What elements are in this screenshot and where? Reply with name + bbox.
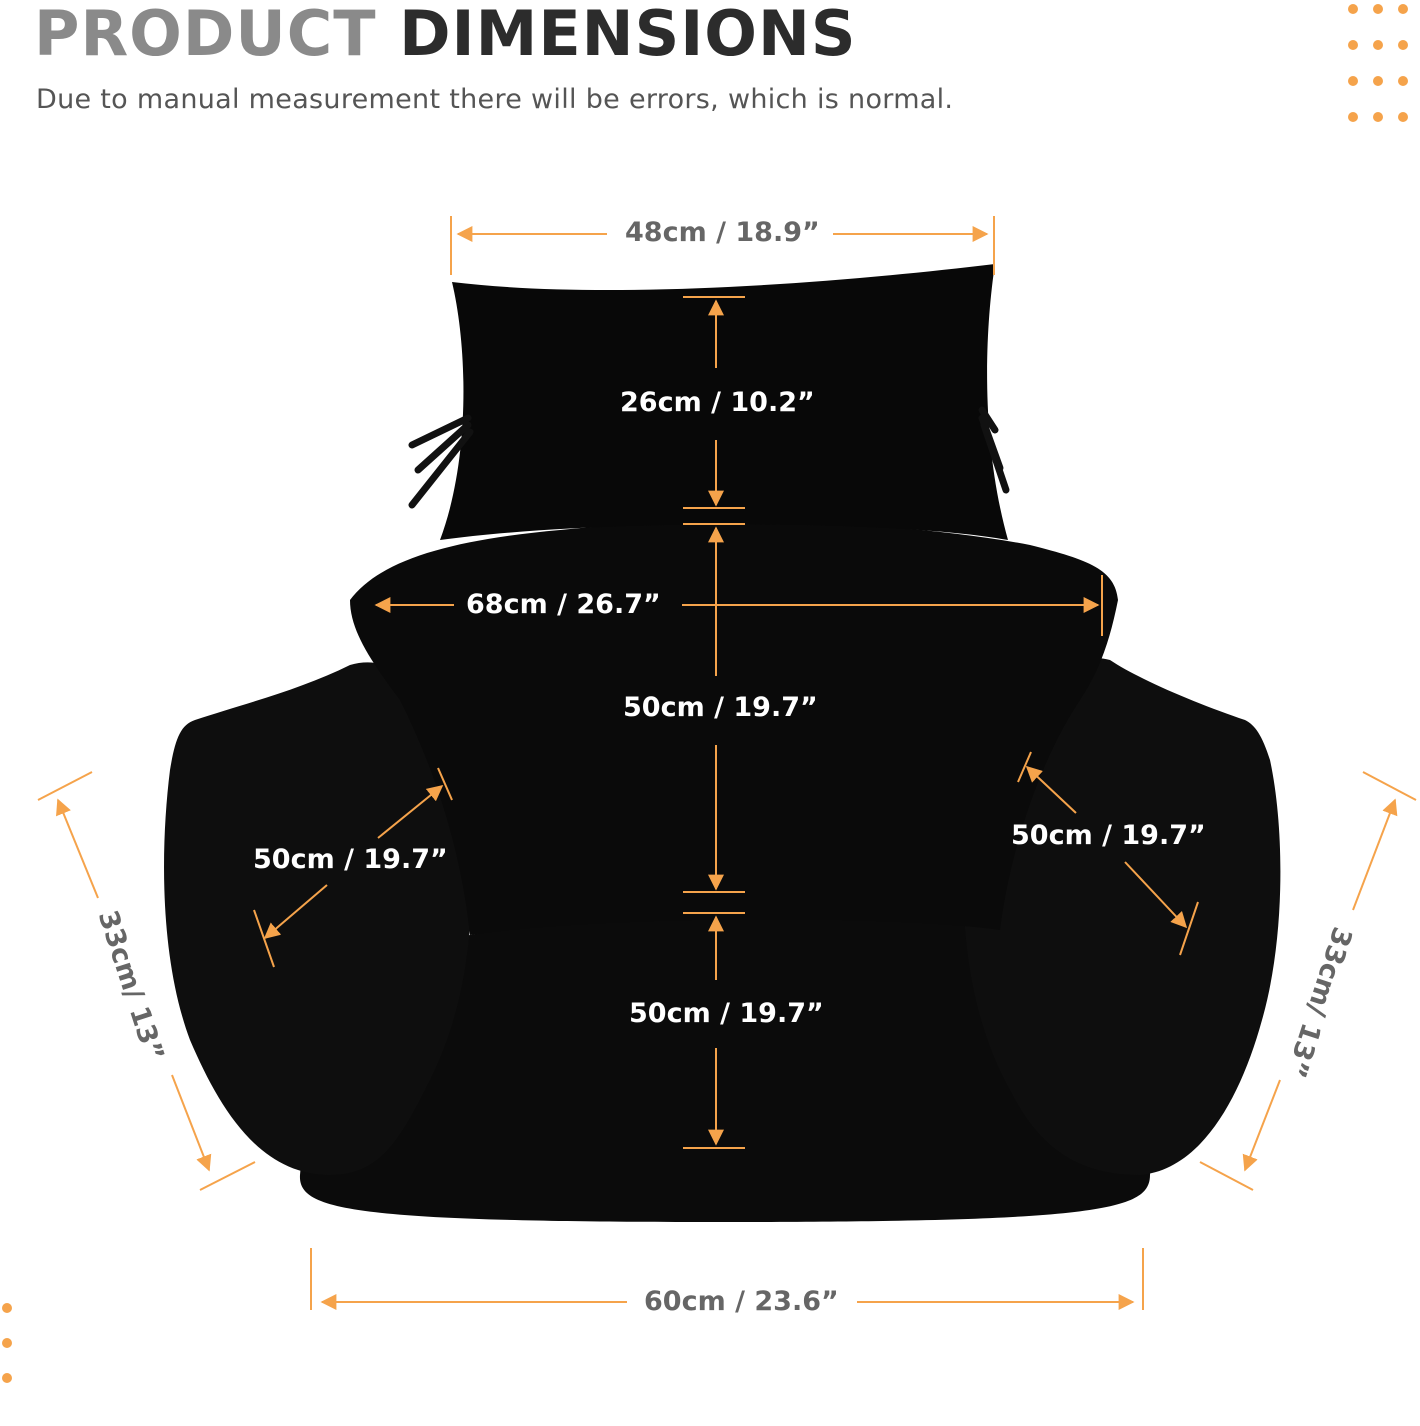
left-arm-tick-top: [437, 767, 453, 801]
measurement-note: Due to manual measurement there will be …: [36, 84, 954, 115]
title-dimensions: DIMENSIONS: [399, 0, 857, 70]
left-side-arrow-down: [171, 1074, 212, 1172]
right-arm-label: 50cm / 19.7”: [1011, 820, 1206, 851]
right-side-tick-bottom: [1199, 1161, 1254, 1191]
left-tie: [408, 414, 474, 509]
right-arm-arrow-down: [1124, 861, 1188, 929]
pillow-width-label: 48cm / 18.9”: [625, 217, 820, 248]
seat-cushion: [299, 913, 1154, 1222]
right-arm-tick-bottom: [1179, 901, 1199, 956]
left-side-arrow-up: [56, 798, 99, 899]
left-side-tick-bottom: [199, 1161, 256, 1191]
right-side-tick-top: [1362, 771, 1417, 801]
left-side-tick-top: [37, 771, 93, 801]
cushion-shapes: [164, 264, 1281, 1222]
right-arm-arrow-up: [1025, 765, 1077, 814]
decorative-dots-bottom-left: [2, 1300, 16, 1400]
right-tie: [978, 406, 1010, 494]
dimension-lines: [37, 216, 1417, 1310]
page-title: PRODUCT DIMENSIONS: [34, 0, 857, 72]
backrest-cushion: [350, 521, 1118, 935]
right-arm-cushion: [963, 658, 1281, 1175]
headrest-pillow: [440, 264, 1008, 540]
left-arm-arrow-down: [263, 884, 328, 940]
title-product: PRODUCT: [34, 0, 377, 70]
left-arm-label: 50cm / 19.7”: [253, 844, 448, 875]
seat-depth-label: 50cm / 19.7”: [629, 998, 824, 1029]
left-arm-cushion: [164, 662, 472, 1175]
left-arm-arrow-up: [377, 784, 444, 839]
right-side-arrow-up: [1352, 798, 1398, 911]
back-height-label: 50cm / 19.7”: [623, 692, 818, 723]
back-width-label: 68cm / 26.7”: [466, 589, 661, 620]
decorative-dots-top-right: [1346, 0, 1416, 125]
base-width-label: 60cm / 23.6”: [644, 1286, 839, 1317]
right-arm-tick-top: [1017, 751, 1032, 783]
pillow-height-label: 26cm / 10.2”: [620, 387, 815, 418]
right-side-arrow-down: [1242, 1079, 1281, 1172]
